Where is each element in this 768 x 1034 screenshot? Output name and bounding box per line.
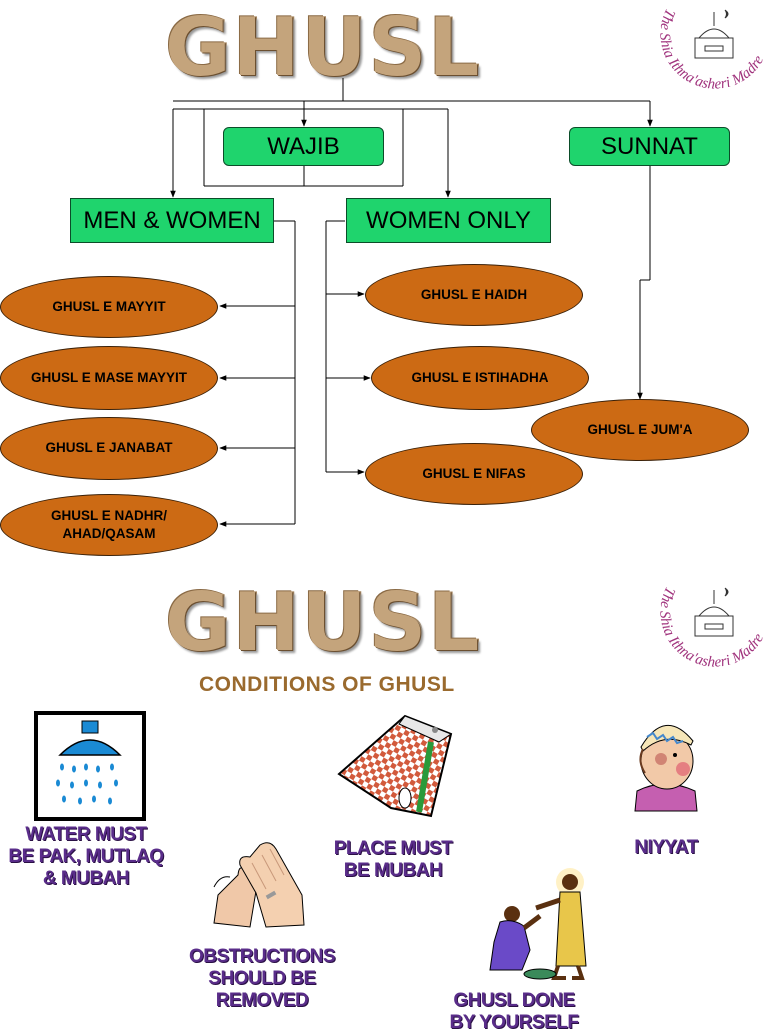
hands-icon xyxy=(213,842,305,928)
ghusl-mase-mayyit-ellipse: GHUSL E MASE MAYYIT xyxy=(0,346,218,410)
mosque-icon xyxy=(694,9,734,59)
women-only-box: WOMEN ONLY xyxy=(346,198,551,243)
ghusl-haidh-ellipse: GHUSL E HAIDH xyxy=(365,264,583,326)
condition-obstructions-label: OBSTRUCTIONS SHOULD BE REMOVED xyxy=(189,946,336,1011)
conditions-subtitle: CONDITIONS OF GHUSL xyxy=(199,673,455,696)
sunnat-box: SUNNAT xyxy=(569,127,730,166)
condition-water-label: WATER MUST BE PAK, MUTLAQ & MUBAH xyxy=(8,824,164,889)
ghusl-janabat-ellipse: GHUSL E JANABAT xyxy=(0,417,218,480)
ghusl-mayyit-ellipse: GHUSL E MAYYIT xyxy=(0,276,218,338)
slide1-title: GHUSL xyxy=(165,1,482,94)
condition-ghusl-self-label: GHUSL DONE BY YOURSELF xyxy=(449,990,579,1033)
condition-place-label: PLACE MUST BE MUBAH xyxy=(333,838,453,881)
bathroom-icon xyxy=(337,714,453,818)
flowchart-connectors xyxy=(170,78,653,527)
ghusl-nifas-ellipse: GHUSL E NIFAS xyxy=(365,443,583,505)
mosque-icon xyxy=(694,587,734,637)
ghusl-istihadha-ellipse: GHUSL E ISTIHADHA xyxy=(371,346,589,410)
shower-icon xyxy=(34,711,146,821)
ghusl-nadhr-ellipse: GHUSL E NADHR/ AHAD/QASAM xyxy=(0,494,218,556)
madressa-logo-2: The Shia Ithna'asheri Madressa xyxy=(651,566,767,671)
people-icon xyxy=(489,868,587,980)
madressa-logo-text-2: The Shia Ithna'asheri Madressa xyxy=(651,566,767,671)
ghusl-juma-ellipse: GHUSL E JUM'A xyxy=(531,399,749,461)
boy-icon xyxy=(634,724,698,812)
condition-niyyat-label: NIYYAT xyxy=(634,837,698,858)
men-women-box: MEN & WOMEN xyxy=(70,198,274,243)
madressa-logo: The Shia Ithna'asheri Madressa xyxy=(651,0,767,93)
slide2-title: GHUSL xyxy=(165,576,482,669)
wajib-box: WAJIB xyxy=(223,127,384,166)
